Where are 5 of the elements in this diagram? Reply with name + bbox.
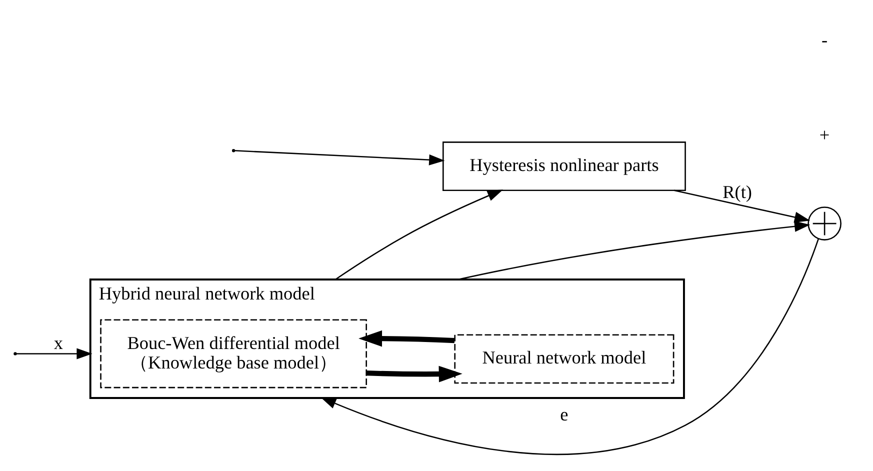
label: - xyxy=(821,30,828,50)
label: + xyxy=(818,124,830,145)
edge-label: e xyxy=(560,404,568,424)
edge-label: x xyxy=(53,332,63,352)
edge-label: R(t) xyxy=(722,181,752,202)
